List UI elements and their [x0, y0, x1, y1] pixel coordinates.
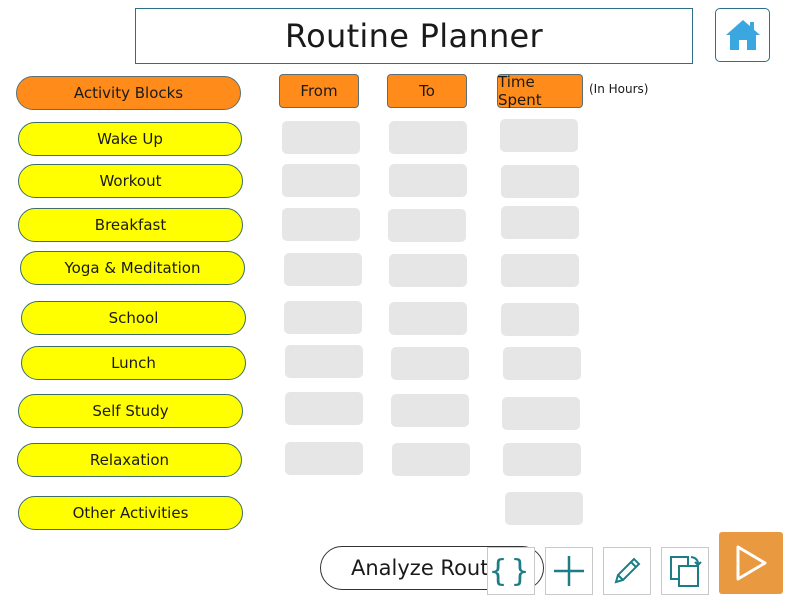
- time-spent-breakfast[interactable]: [501, 206, 579, 239]
- plus-icon: [554, 556, 584, 586]
- time-spent-lunch[interactable]: [503, 347, 581, 380]
- add-button[interactable]: [545, 547, 593, 595]
- to-input-yoga-meditation[interactable]: [389, 254, 467, 287]
- next-button[interactable]: [719, 532, 783, 594]
- to-input-lunch[interactable]: [391, 347, 469, 380]
- activity-school[interactable]: School: [21, 301, 246, 335]
- time-spent-unit-note: (In Hours): [589, 82, 649, 96]
- pencil-icon: [614, 557, 641, 584]
- activity-self-study[interactable]: Self Study: [18, 394, 243, 428]
- activity-breakfast[interactable]: Breakfast: [18, 208, 243, 242]
- home-icon: [725, 20, 760, 50]
- activity-lunch[interactable]: Lunch: [21, 346, 246, 380]
- play-icon: [736, 545, 767, 581]
- time-spent-school[interactable]: [501, 303, 579, 336]
- braces-icon: {}: [488, 553, 534, 589]
- from-input-yoga-meditation[interactable]: [284, 253, 362, 286]
- activity-yoga-meditation[interactable]: Yoga & Meditation: [20, 251, 245, 285]
- from-input-workout[interactable]: [282, 164, 360, 197]
- activity-workout[interactable]: Workout: [18, 164, 243, 198]
- from-input-school[interactable]: [284, 301, 362, 334]
- code-block-button[interactable]: {}: [487, 547, 535, 595]
- duplicate-button[interactable]: [661, 547, 709, 595]
- to-input-workout[interactable]: [389, 164, 467, 197]
- activity-relaxation[interactable]: Relaxation: [17, 443, 242, 477]
- to-header: To: [387, 74, 467, 108]
- time-spent-yoga-meditation[interactable]: [501, 254, 579, 287]
- home-button[interactable]: [715, 8, 770, 62]
- edit-button[interactable]: [603, 547, 651, 595]
- from-input-breakfast[interactable]: [282, 208, 360, 241]
- activity-blocks-header: Activity Blocks: [16, 76, 241, 110]
- copy-page-icon: [670, 556, 702, 587]
- page-title: Routine Planner: [135, 8, 693, 64]
- to-input-relaxation[interactable]: [392, 443, 470, 476]
- time-spent-relaxation[interactable]: [503, 443, 581, 476]
- time-spent-wake-up[interactable]: [500, 119, 578, 152]
- from-input-relaxation[interactable]: [285, 442, 363, 475]
- from-input-self-study[interactable]: [285, 392, 363, 425]
- time-spent-other-activities[interactable]: [505, 492, 583, 525]
- to-input-breakfast[interactable]: [388, 209, 466, 242]
- from-header: From: [279, 74, 359, 108]
- to-input-school[interactable]: [389, 302, 467, 335]
- from-input-wake-up[interactable]: [282, 121, 360, 154]
- activity-wake-up[interactable]: Wake Up: [18, 122, 242, 156]
- from-input-lunch[interactable]: [285, 345, 363, 378]
- time-spent-workout[interactable]: [501, 165, 579, 198]
- activity-other-activities[interactable]: Other Activities: [18, 496, 243, 530]
- time-spent-self-study[interactable]: [502, 397, 580, 430]
- to-input-wake-up[interactable]: [389, 121, 467, 154]
- time-spent-header: Time Spent: [497, 73, 583, 109]
- to-input-self-study[interactable]: [391, 394, 469, 427]
